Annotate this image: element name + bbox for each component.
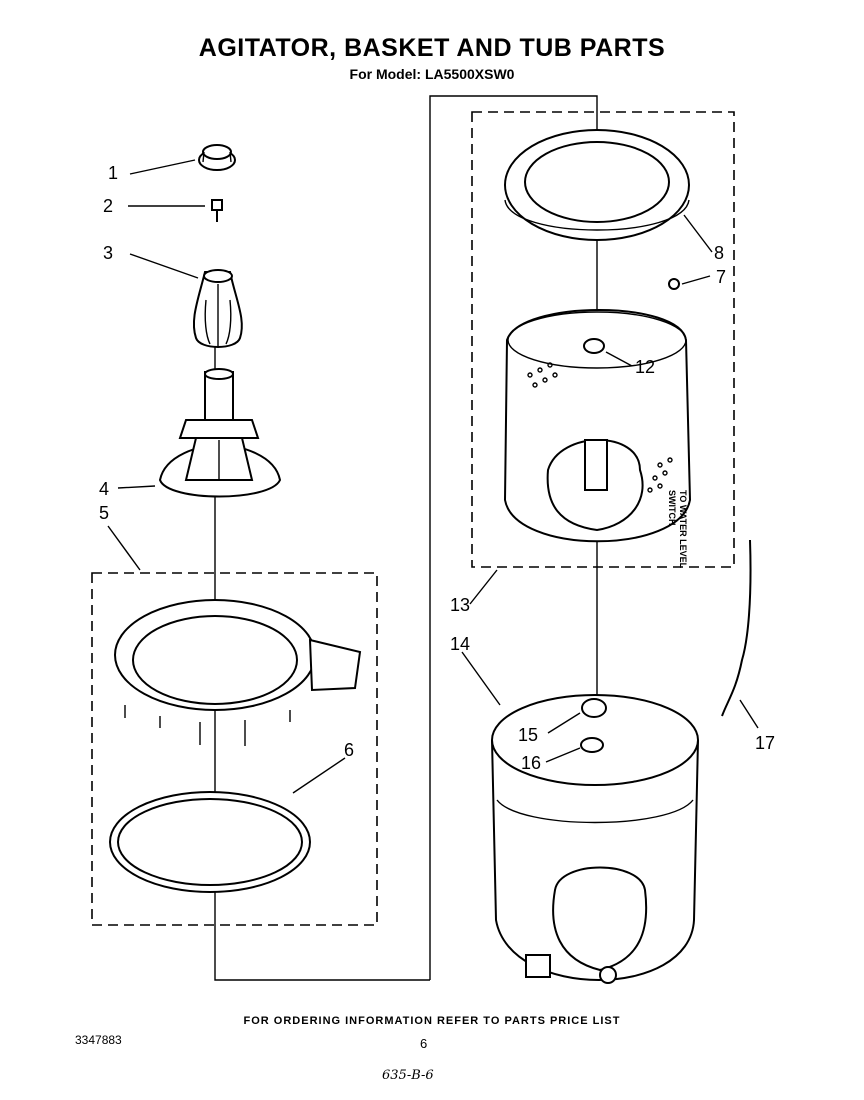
agitator-base-part [158,368,282,498]
document-number: 3347883 [75,1033,122,1047]
callout-leader-8 [683,214,713,253]
callout-leader-17 [739,699,759,729]
agitator-cap-part [198,144,236,171]
tub-ring-part [114,599,362,746]
callout-number-15: 15 [518,725,539,745]
callout-number-16: 16 [521,753,542,773]
tub-seal-part [581,698,607,718]
spin-basket-part [503,309,692,543]
callout-number-17: 17 [755,733,776,753]
callout-leader-3 [129,253,199,279]
page-title: AGITATOR, BASKET AND TUB PARTS [198,34,666,62]
ordering-note: FOR ORDERING INFORMATION REFER TO PARTS … [243,1015,621,1027]
callout-leader-16 [545,747,581,763]
callout-number-3: 3 [103,243,114,263]
callout-leader-13 [469,569,498,605]
callout-leader-4 [117,485,156,489]
kit-group-box-13 [471,111,735,568]
callout-number-6: 6 [344,740,355,760]
callout-leader-1 [129,159,196,175]
water-level-switch-note: TO WATER LEVEL SWITCH [666,490,688,590]
callout-number-4: 4 [99,479,110,499]
agitator-barrel-part [192,269,243,348]
callout-number-12: 12 [635,357,656,377]
page-number: 6 [420,1036,428,1051]
callout-number-7: 7 [716,267,727,287]
kit-group-box-5 [91,572,378,926]
side-note-line-2: SWITCH [667,490,677,526]
side-note-line-1: TO WATER LEVEL [678,490,688,569]
callout-leader-12 [605,351,633,367]
model-subtitle: For Model: LA5500XSW0 [349,66,515,82]
balance-ring-part [504,129,690,241]
callout-leader-15 [547,712,581,734]
callout-number-2: 2 [103,196,114,216]
pressure-hose-part [721,539,752,717]
callout-number-14: 14 [450,634,471,654]
snubber-ring-part [109,791,311,893]
handwritten-code: 635-B-6 [382,1068,434,1083]
basket-nut-part [583,338,605,354]
callout-number-8: 8 [714,243,725,263]
callout-number-13: 13 [450,595,471,615]
agitator-bolt-part [211,199,223,222]
callout-number-5: 5 [99,503,110,523]
tub-bearing-part [580,737,604,753]
callout-leader-6 [292,757,346,794]
callout-leader-7 [681,275,711,285]
callout-number-1: 1 [108,163,119,183]
balance-ring-clip-part [668,278,680,290]
callout-leader-5 [107,525,141,571]
callout-leader-14 [461,651,501,706]
